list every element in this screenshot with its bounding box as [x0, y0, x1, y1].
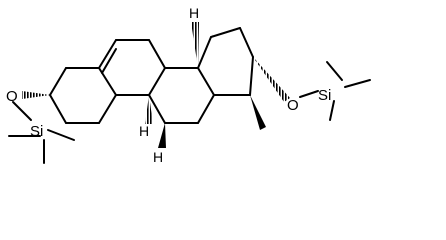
hydrogen-label-c9: H — [153, 149, 163, 165]
bond — [49, 94, 67, 124]
bond — [210, 27, 241, 38]
silicon-label-left: Si — [30, 123, 43, 140]
bond — [344, 79, 371, 88]
ring-bonds — [49, 27, 254, 124]
bond — [299, 90, 319, 98]
bond — [197, 67, 215, 96]
structure-diagram: O Si O Si H H H — [6, 5, 371, 165]
bond — [49, 67, 67, 96]
double-bond — [101, 48, 117, 74]
right-silyl-group — [299, 61, 371, 121]
bond — [148, 39, 166, 69]
hashed-bond — [145, 95, 153, 124]
wedge-bond — [198, 34, 213, 68]
hydrogen-label-c10: H — [139, 123, 149, 139]
hashed-bond — [253, 57, 290, 102]
bond — [47, 129, 75, 141]
bond — [249, 56, 254, 96]
bond — [148, 67, 166, 96]
bond — [197, 94, 215, 124]
hydrogen-label-c8: H — [189, 5, 199, 21]
bond — [197, 36, 212, 69]
wedge-bond — [250, 95, 266, 130]
bond — [326, 61, 343, 81]
oxygen-label-left: O — [6, 88, 18, 105]
stereo-bonds — [22, 22, 290, 148]
oxygen-label-right: O — [287, 97, 299, 114]
hashed-bond — [191, 22, 199, 68]
bond — [98, 39, 117, 69]
hashed-bond — [22, 91, 50, 99]
wedge-bond — [158, 123, 166, 148]
left-silyl-group — [8, 101, 75, 164]
bond — [329, 100, 335, 121]
bond — [148, 94, 166, 124]
bond — [239, 27, 254, 58]
bond — [12, 101, 32, 121]
bond — [98, 94, 117, 124]
silicon-label-right: Si — [318, 87, 331, 104]
